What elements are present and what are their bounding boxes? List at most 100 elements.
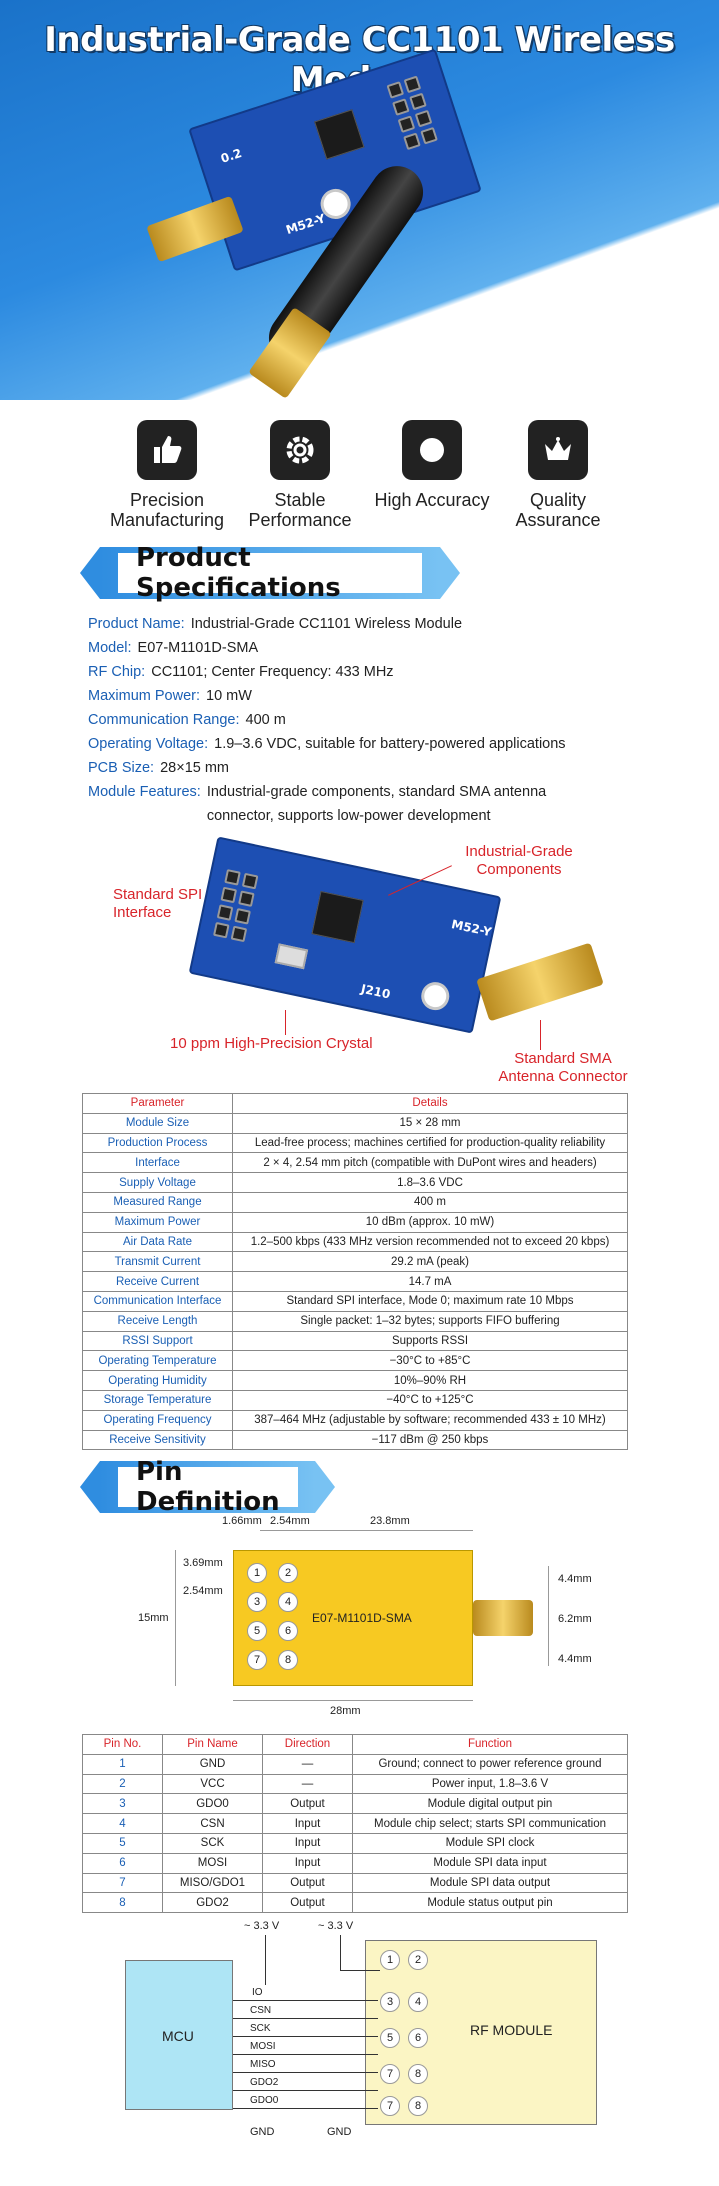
signal-gdo2: GDO2 xyxy=(250,2077,279,2088)
rf-pin: 7 xyxy=(380,2064,400,2084)
table-header-row: Parameter Details xyxy=(82,1093,628,1114)
pin-banner: Pin Definition xyxy=(80,1457,335,1517)
mcu-label: MCU xyxy=(162,2028,194,2044)
pin-name-cell: CSN xyxy=(162,1813,263,1834)
feature-accuracy: High Accuracy xyxy=(367,420,497,510)
silk-version: 0.2 xyxy=(218,145,244,166)
param-cell: Receive Length xyxy=(82,1310,233,1332)
pin-name-cell: GND xyxy=(162,1753,263,1775)
param-cell: Supply Voltage xyxy=(82,1172,233,1193)
pin-no-cell: 1 xyxy=(82,1753,163,1775)
param-cell: Transmit Current xyxy=(82,1251,233,1273)
param-cell: Operating Temperature xyxy=(82,1350,233,1372)
gnd-label: GND xyxy=(250,2126,275,2138)
silk-j: J210 xyxy=(359,981,392,1002)
spec-row: PCB Size:28×15 mm xyxy=(88,760,230,776)
dim-label: 4.4mm xyxy=(558,1653,592,1665)
rf-pin: 4 xyxy=(408,1992,428,2012)
dim-line xyxy=(175,1550,176,1686)
callout-spi: Standard SPI Interface xyxy=(113,886,203,921)
pin-title: Pin Definition xyxy=(118,1457,298,1517)
param-cell: Communication Interface xyxy=(82,1290,233,1312)
direction-cell: Input xyxy=(262,1832,353,1854)
pin-3: 3 xyxy=(247,1592,267,1612)
dim-line xyxy=(233,1700,473,1701)
rf-chip xyxy=(311,890,364,944)
spec-row: Module Features:Industrial-grade compone… xyxy=(88,784,547,824)
pin-no-cell: 5 xyxy=(82,1832,163,1854)
dim-label: 3.69mm xyxy=(183,1557,223,1569)
details-cell: −117 dBm @ 250 kbps xyxy=(232,1429,628,1451)
th-pin-no: Pin No. xyxy=(82,1734,163,1755)
signal-mosi: MOSI xyxy=(250,2041,276,2052)
gnd-label: GND xyxy=(327,2126,352,2138)
spec-row: Product Name:Industrial-Grade CC1101 Wir… xyxy=(88,616,463,632)
pin-name-cell: SCK xyxy=(162,1832,263,1854)
dim-label: 28mm xyxy=(330,1705,361,1717)
details-cell: −40°C to +125°C xyxy=(232,1389,628,1411)
wire xyxy=(233,2000,378,2001)
th-direction: Direction xyxy=(262,1734,353,1755)
details-cell: 29.2 mA (peak) xyxy=(232,1251,628,1273)
wire xyxy=(233,2090,378,2091)
signal-csn: CSN xyxy=(250,2005,272,2016)
rf-pin: 5 xyxy=(380,2028,400,2048)
feature-precision: Precision Manufacturing xyxy=(102,420,232,530)
th-details: Details xyxy=(232,1093,628,1114)
param-cell: Interface xyxy=(82,1152,233,1174)
details-cell: 15 × 28 mm xyxy=(232,1112,628,1134)
crown-icon xyxy=(528,420,588,480)
spec-row: Maximum Power:10 mW xyxy=(88,688,252,704)
dim-label: 2.54mm xyxy=(183,1585,223,1597)
details-cell: Lead-free process; machines certified fo… xyxy=(232,1132,628,1154)
function-cell: Ground; connect to power reference groun… xyxy=(352,1753,628,1775)
sma-connector-closeup xyxy=(476,942,604,1022)
th-function: Function xyxy=(352,1734,628,1755)
mcu-block xyxy=(125,1960,233,2110)
spec-row: Communication Range:400 m xyxy=(88,712,286,728)
param-cell: Receive Current xyxy=(82,1271,233,1292)
feature-label: Precision Manufacturing xyxy=(109,490,225,530)
direction-cell: Output xyxy=(262,1892,353,1914)
function-cell: Module status output pin xyxy=(352,1892,628,1914)
param-cell: Operating Humidity xyxy=(82,1370,233,1391)
details-cell: −30°C to +85°C xyxy=(232,1350,628,1372)
pin-name-cell: GDO0 xyxy=(162,1793,263,1815)
direction-cell: Input xyxy=(262,1813,353,1834)
rf-module-label: RF MODULE xyxy=(470,2022,553,2038)
rf-chip xyxy=(314,109,365,160)
pin-no-cell: 4 xyxy=(82,1813,163,1834)
pin-5: 5 xyxy=(247,1621,267,1641)
function-cell: Module digital output pin xyxy=(352,1793,628,1815)
silk-model: M52-Y xyxy=(284,211,328,238)
th-pin-name: Pin Name xyxy=(162,1734,263,1755)
pin-name-cell: VCC xyxy=(162,1773,263,1795)
param-cell: Module Size xyxy=(82,1112,233,1134)
details-cell: 14.7 mA xyxy=(232,1271,628,1292)
table-row: Receive Sensitivity−117 dBm @ 250 kbps xyxy=(82,1429,628,1451)
details-cell: 10 dBm (approx. 10 mW) xyxy=(232,1211,628,1233)
hero-banner: Industrial-Grade CC1101 Wireless Module … xyxy=(0,0,719,400)
details-cell: 10%–90% RH xyxy=(232,1370,628,1391)
param-cell: Measured Range xyxy=(82,1191,233,1213)
th-parameter: Parameter xyxy=(82,1093,233,1114)
specs-list: Product Name:Industrial-Grade CC1101 Wir… xyxy=(88,612,648,828)
thumbs-up-icon xyxy=(137,420,197,480)
pin-8: 8 xyxy=(278,1650,298,1670)
details-cell: Supports RSSI xyxy=(232,1330,628,1352)
sma-side-view xyxy=(473,1600,533,1636)
param-cell: RSSI Support xyxy=(82,1330,233,1352)
details-cell: 2 × 4, 2.54 mm pitch (compatible with Du… xyxy=(232,1152,628,1174)
